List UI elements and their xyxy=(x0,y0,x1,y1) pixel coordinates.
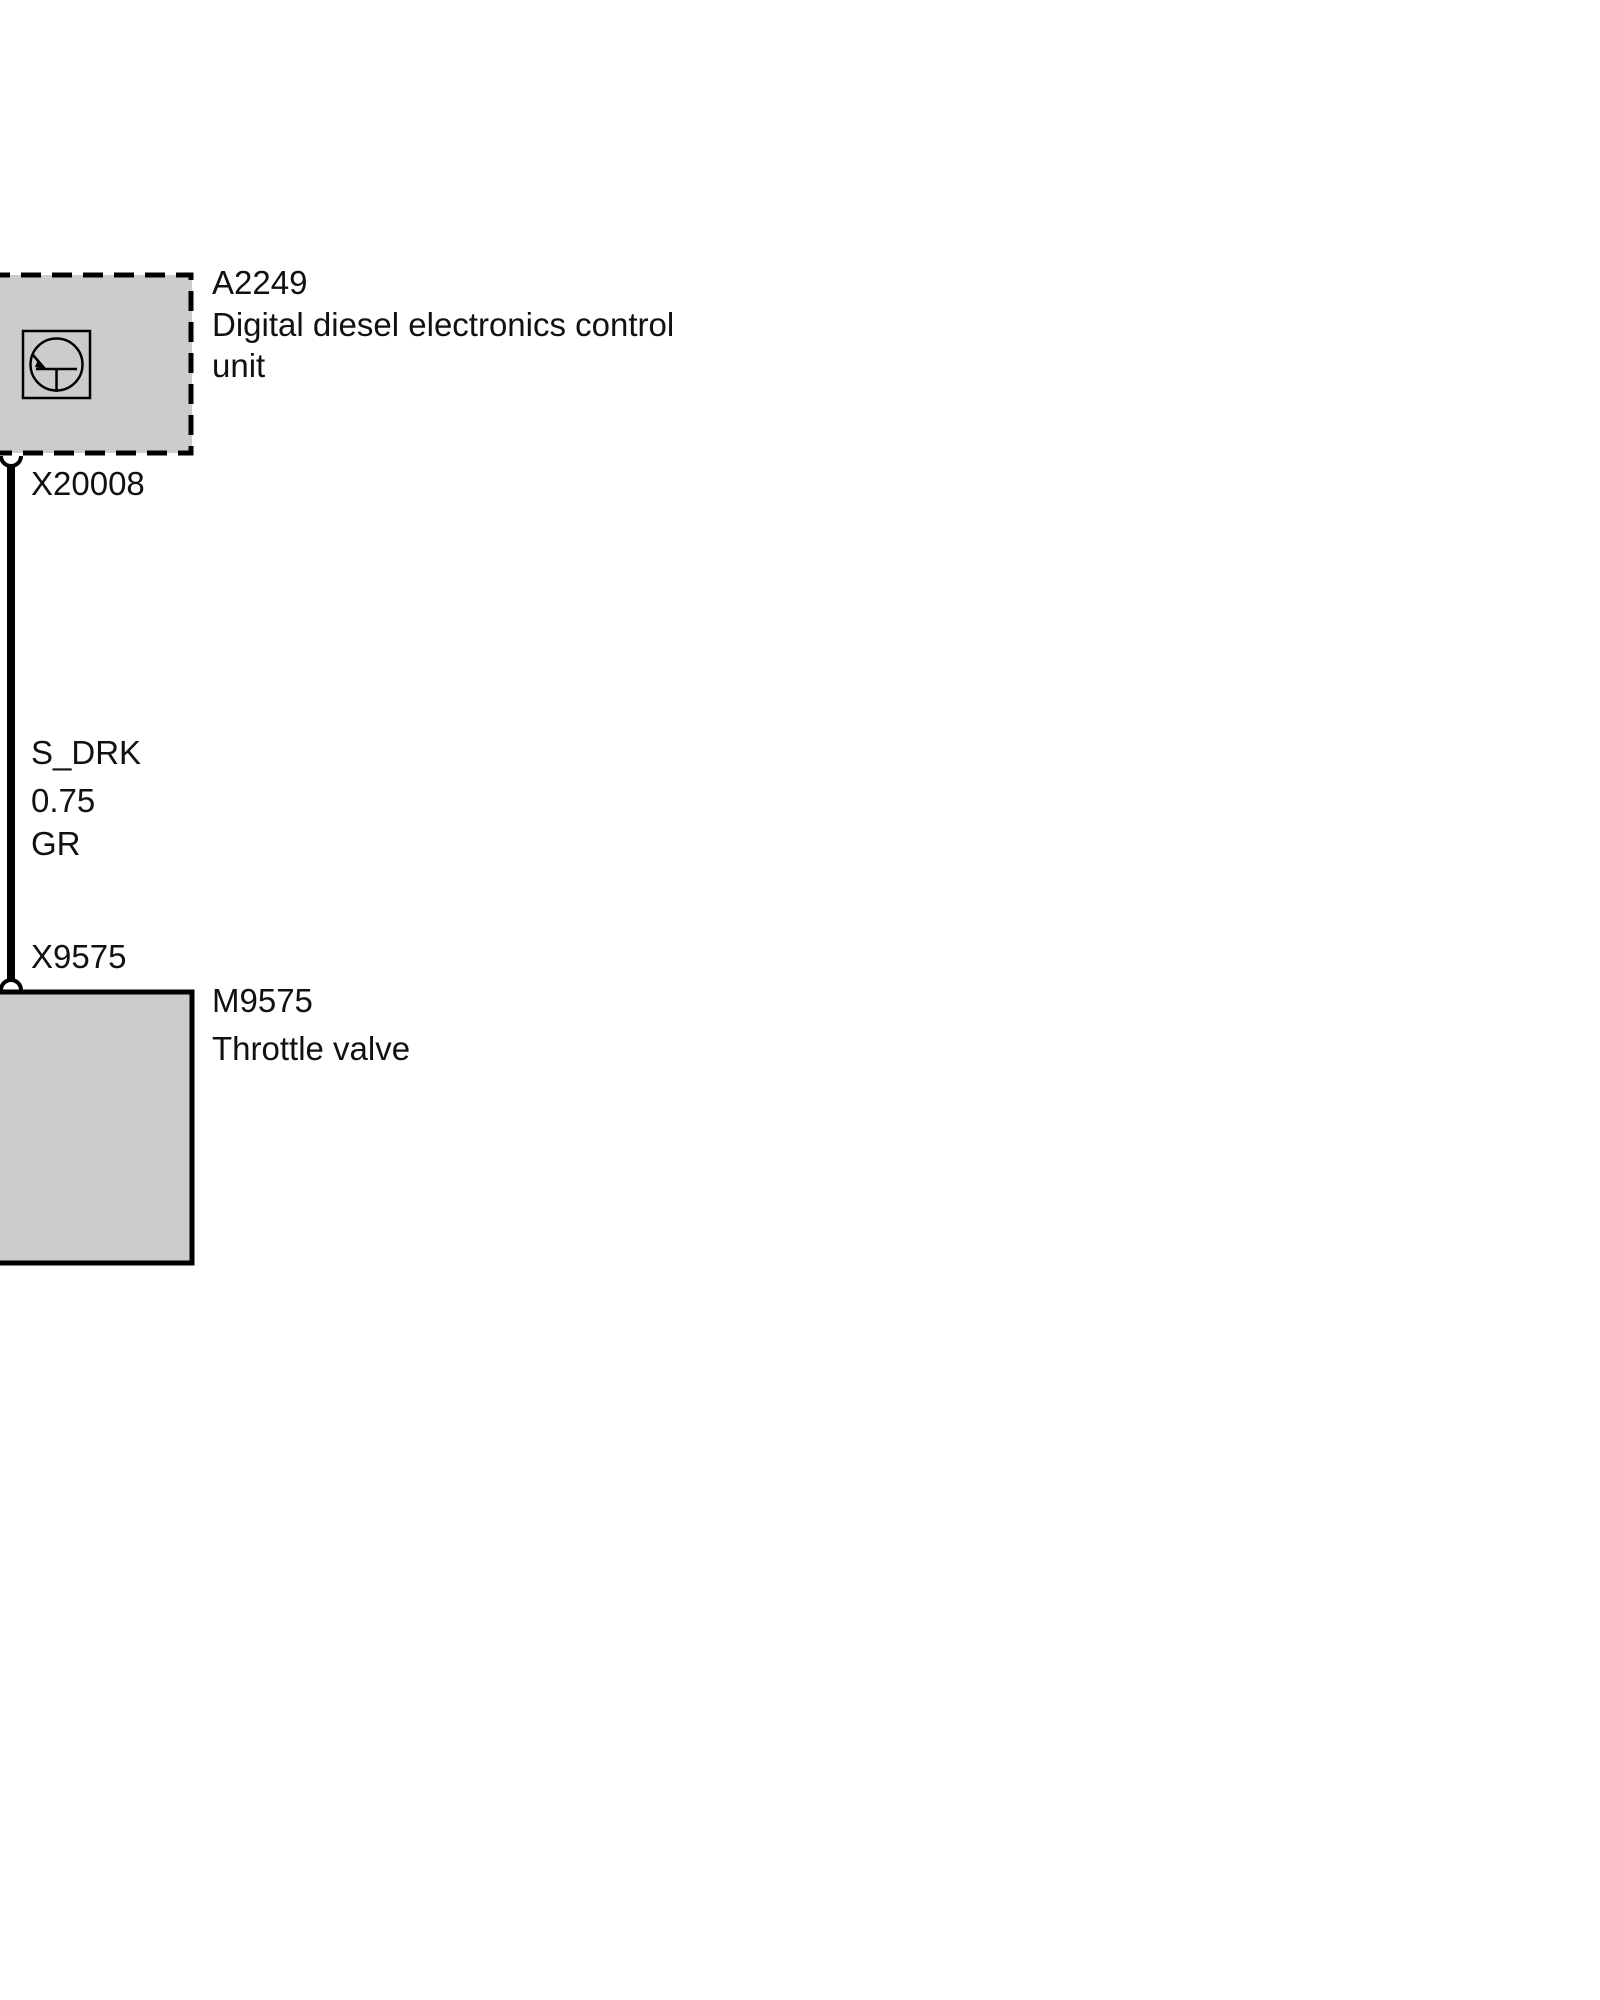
throttle-valve-box[interactable] xyxy=(0,989,195,1266)
throttle-name: Throttle valve xyxy=(212,1030,411,1067)
wire-color-label: GR xyxy=(31,825,81,862)
throttle-id: M9575 xyxy=(212,982,313,1019)
control-unit-name-line1: Digital diesel electronics control xyxy=(212,306,675,343)
connector-x20008-pin xyxy=(0,455,23,468)
connector-x9575-label: X9575 xyxy=(31,938,127,975)
connector-x9575-pin xyxy=(0,978,23,991)
connector-x20008-label: X20008 xyxy=(31,465,145,502)
wire-signal-label: S_DRK xyxy=(31,734,142,771)
wire-cross-section-label: 0.75 xyxy=(31,782,96,819)
transistor-icon xyxy=(21,329,92,400)
control-unit-name-line2: unit xyxy=(212,347,266,384)
control-unit-id: A2249 xyxy=(212,264,308,301)
control-unit-box[interactable] xyxy=(0,272,194,456)
